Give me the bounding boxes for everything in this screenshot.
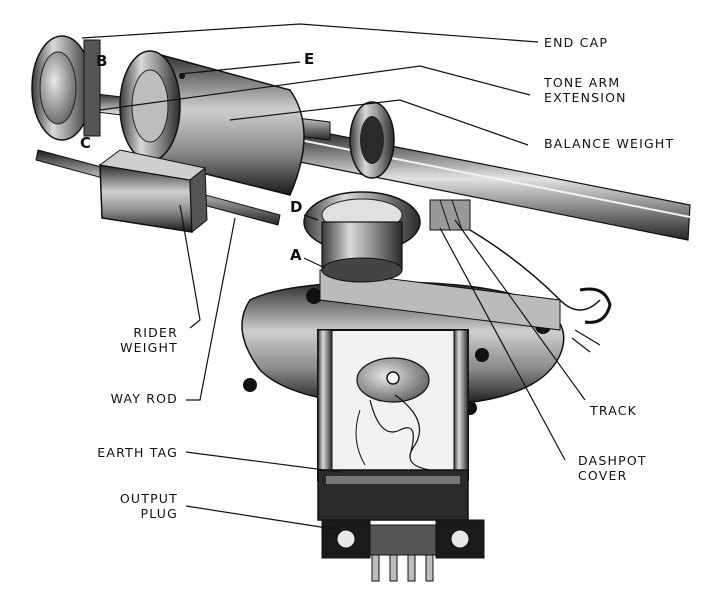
- label-output-plug-line2: PLUG: [140, 506, 178, 521]
- output-plug: [321, 519, 485, 582]
- label-balance-weight: BALANCE WEIGHT: [544, 136, 675, 151]
- label-dashpot-cover-line1: DASHPOT: [578, 453, 647, 468]
- pivot-ring: [349, 101, 395, 179]
- callout-letter-e: E: [304, 50, 315, 68]
- leader-tone-arm-extension: [99, 65, 531, 111]
- leader-way-rod: [186, 217, 236, 401]
- label-tone-arm-extension-line1: TONE ARM: [544, 75, 621, 90]
- leader-output-plug: [185, 505, 341, 531]
- leader-rider-weight: [179, 204, 201, 329]
- label-output-plug-line1: OUTPUT: [119, 491, 178, 506]
- leader-track: [454, 219, 586, 401]
- label-way-rod: WAY ROD: [110, 391, 178, 406]
- lead-wires: [469, 229, 612, 353]
- label-end-cap: END CAP: [544, 35, 609, 50]
- leader-lines: [81, 23, 586, 531]
- leader-d: [303, 214, 319, 221]
- rider-weight: [98, 149, 208, 234]
- label-dashpot-cover-line2: COVER: [578, 468, 628, 483]
- leader-earth-tag: [185, 451, 341, 473]
- callout-letter-b: B: [96, 52, 108, 70]
- leader-balance-weight: [229, 99, 529, 146]
- label-earth-tag: EARTH TAG: [97, 445, 178, 460]
- end-cap: [31, 35, 101, 141]
- label-tone-arm-extension-line2: EXTENSION: [544, 90, 627, 105]
- leader-e: [179, 61, 301, 75]
- label-rider-weight-line1: RIDER: [133, 325, 178, 340]
- label-rider-weight-line2: WEIGHT: [120, 340, 178, 355]
- label-track: TRACK: [590, 403, 638, 418]
- track-arm: [319, 199, 561, 331]
- callout-letter-c: C: [80, 134, 92, 152]
- leader-dashpot-cover: [439, 227, 566, 461]
- pickup-body: [317, 329, 469, 521]
- callout-letter-a: A: [290, 246, 302, 264]
- dashpot-cover: [303, 191, 421, 283]
- callout-letter-d: D: [290, 198, 303, 216]
- leader-end-cap: [81, 23, 539, 43]
- leader-a: [303, 257, 326, 269]
